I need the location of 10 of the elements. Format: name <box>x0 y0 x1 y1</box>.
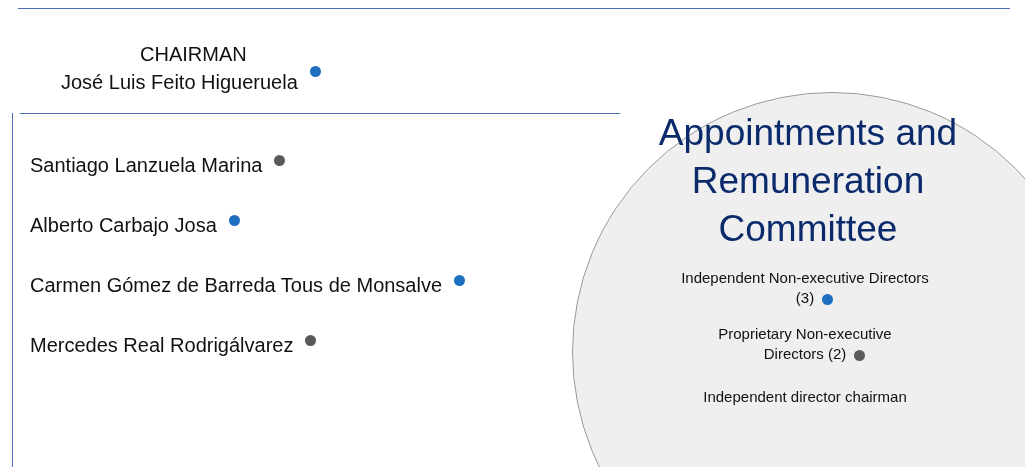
chairman-text: CHAIRMAN <box>140 42 247 66</box>
chairman-text: José Luis Feito Higueruela <box>61 70 298 94</box>
director-name: Mercedes Real Rodrigálvarez <box>30 333 294 357</box>
legend-text: Independent Non-executive Directors (3) <box>680 268 930 308</box>
chairman-note: Independent director chairman <box>702 387 908 407</box>
director-name: Carmen Gómez de Barreda Tous de Monsalve <box>30 273 443 297</box>
director-name: Alberto Carbajo Josa <box>30 213 217 237</box>
director-name: Santiago Lanzuela Marina <box>30 153 263 177</box>
committee-title: Appointments and Remuneration Committee <box>657 111 959 251</box>
legend-text: Proprietary Non-executive Directors (2) <box>717 324 893 364</box>
